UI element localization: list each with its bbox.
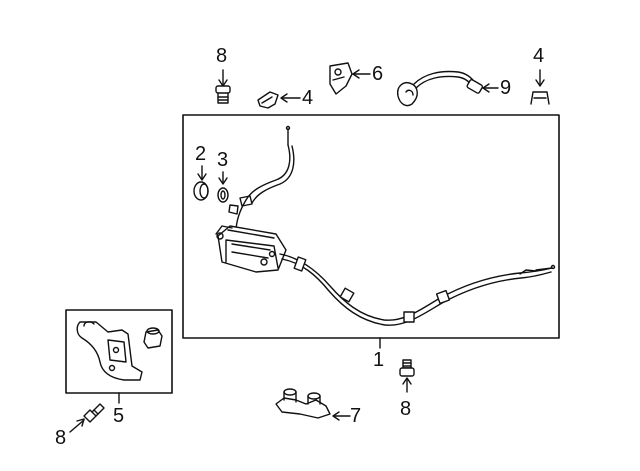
callout-1-assembly: 1 (373, 349, 385, 371)
clip-4-left (257, 91, 301, 109)
callout-2-grommet: 2 (195, 143, 207, 165)
harness-9 (397, 70, 499, 107)
callout-4-clip-right: 4 (533, 45, 545, 67)
main-assembly-frame (182, 114, 560, 339)
callout-8-left-bolt: 8 (55, 427, 67, 449)
callout-8-bottom-bolt: 8 (400, 398, 412, 420)
bolt-8-bottom-right (399, 359, 415, 393)
bracket-7 (275, 388, 351, 421)
parking-brake-cable-assembly (215, 125, 556, 326)
bracket-6 (329, 62, 371, 95)
grommet-3 (217, 171, 229, 203)
clip-4-right (530, 69, 550, 105)
bolt-8-top (215, 69, 231, 104)
callout-8-top-bolt: 8 (216, 45, 228, 67)
callout-9-harness: 9 (500, 77, 512, 99)
callout-3-grommet: 3 (217, 149, 229, 171)
callout-6-bracket: 6 (372, 63, 384, 85)
grommet-2 (193, 165, 209, 201)
bracket-assembly-5 (76, 321, 163, 381)
bolt-8-bottom-left (69, 403, 105, 433)
callout-5-bracket-assembly: 5 (113, 405, 125, 427)
callout-4-clip: 4 (302, 87, 314, 109)
callout-7-bracket: 7 (350, 405, 362, 427)
